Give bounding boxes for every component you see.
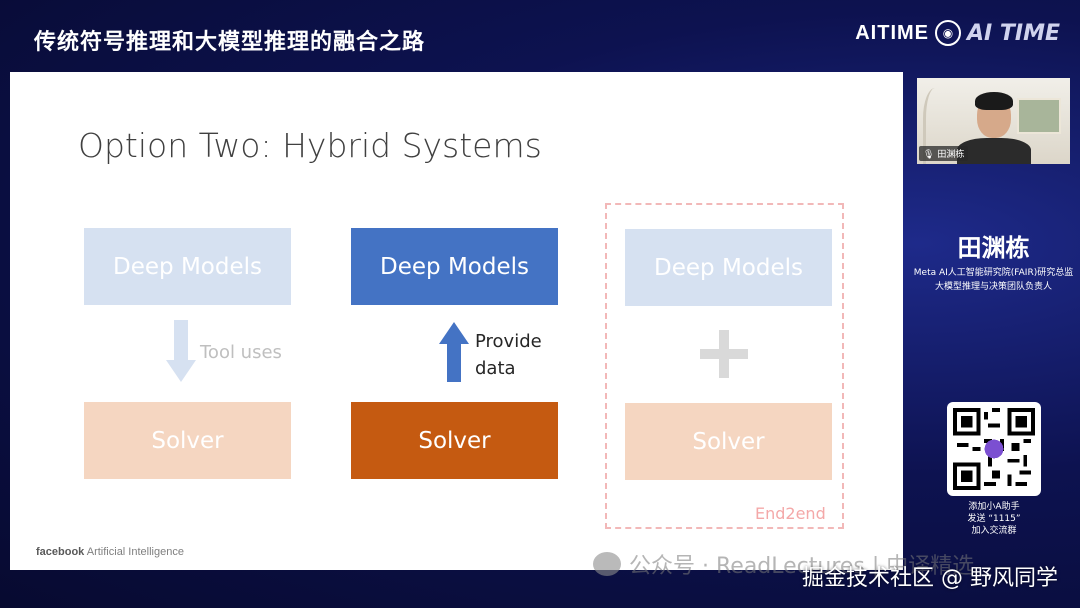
col3-solver-box: Solver (625, 403, 832, 480)
provide-label-line2: data (475, 358, 516, 379)
col1-deep-models-box: Deep Models (84, 228, 291, 305)
microphone-icon: 🎙 (923, 150, 935, 160)
speaker-hair-shape (975, 92, 1013, 110)
qr-text-line2: 发送 “1115” (967, 514, 1021, 524)
presentation-slide: Option Two: Hybrid Systems Deep Models T… (10, 72, 903, 570)
brand-logo: AI TIME (967, 20, 1060, 46)
qr-code-icon (953, 408, 1035, 490)
qr-text-line1: 添加小A助手 (968, 502, 1020, 512)
lamp-shape (923, 88, 953, 164)
speaker-role: Meta AI人工智能研究院(FAIR)研究总监 大模型推理与决策团队负责人 (910, 266, 1077, 294)
end2end-group-border (605, 203, 844, 529)
brand-text: AITIME (855, 21, 930, 44)
speaker-role-line2: 大模型推理与决策团队负责人 (934, 282, 1052, 292)
arrow-up-icon (439, 322, 469, 382)
slide-title: Option Two: Hybrid Systems (78, 126, 542, 165)
wechat-watermark-text: 公众号 · ReadLectures | 中译精选 (629, 554, 975, 579)
provide-data-label: Provide data (475, 328, 542, 382)
aitime-logo-icon: ◉ (935, 20, 962, 46)
speaker-role-line1: Meta AI人工智能研究院(FAIR)研究总监 (913, 268, 1074, 278)
end2end-label: End2end (755, 504, 826, 523)
slide-title-suffix: : Hybrid Systems (260, 126, 542, 165)
wechat-watermark: 公众号 · ReadLectures | 中译精选 (593, 548, 974, 580)
arrow-down-icon (166, 320, 196, 382)
col3-deep-models-box: Deep Models (625, 229, 832, 306)
slide-title-prefix: Option (78, 126, 199, 165)
provide-label-line1: Provide (475, 331, 542, 352)
wall-art-shape (1017, 98, 1061, 134)
col2-solver-box: Solver (351, 402, 558, 479)
camera-name-text: 田渊栋 (937, 150, 965, 160)
speaker-camera: 🎙 田渊栋 (917, 78, 1070, 164)
footer-text: Artificial Intelligence (86, 546, 184, 558)
slide-title-emph: Two (198, 126, 261, 165)
facebook-logo: facebook (36, 546, 85, 558)
camera-name-tag: 🎙 田渊栋 (919, 146, 969, 161)
col1-solver-box: Solver (84, 402, 291, 479)
slide-footer: facebook Artificial Intelligence (36, 546, 184, 558)
qr-text-line3: 加入交流群 (971, 526, 1017, 536)
aitime-brand: AITIME ◉ AI TIME (855, 20, 1060, 46)
plus-icon (700, 330, 748, 378)
qr-code (947, 402, 1041, 496)
col2-deep-models-box: Deep Models (351, 228, 558, 305)
speaker-body-shape (957, 138, 1031, 164)
tool-uses-label: Tool uses (200, 342, 282, 363)
qr-instructions: 添加小A助手 发送 “1115” 加入交流群 (930, 501, 1058, 537)
juejin-watermark: 掘金技术社区 @ 野风同学 (802, 566, 1058, 591)
speaker-name: 田渊栋 (957, 234, 1030, 262)
wechat-icon (593, 552, 621, 576)
talk-title: 传统符号推理和大模型推理的融合之路 (34, 30, 426, 55)
